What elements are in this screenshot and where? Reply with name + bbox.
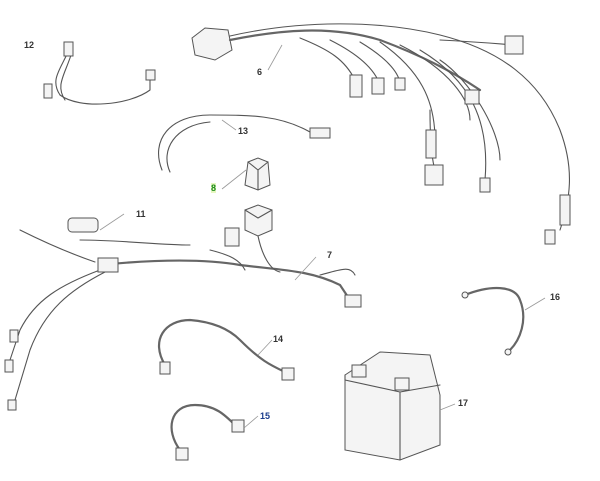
part-7-harness (4, 217, 362, 411)
callout-14[interactable]: 14 (273, 334, 284, 344)
callout-7[interactable]: 7 (327, 250, 333, 260)
part-14-cable (158, 318, 295, 381)
part-16-cable (461, 286, 525, 356)
callout-6[interactable]: 6 (257, 67, 263, 77)
callout-17[interactable]: 17 (458, 398, 469, 408)
callout-13[interactable]: 13 (238, 126, 249, 136)
callout-16[interactable]: 16 (550, 292, 561, 302)
callout-15[interactable]: 15 (260, 411, 271, 421)
callout-8[interactable]: 8 (211, 183, 217, 193)
part-15-cable (170, 403, 245, 461)
callout-12[interactable]: 12 (24, 40, 35, 50)
part-6-harness (191, 23, 571, 245)
part-12-harness (43, 41, 156, 105)
part-8-covers (244, 157, 273, 237)
part-17-battery (344, 351, 441, 461)
callout-11[interactable]: 11 (136, 209, 146, 219)
part-13-harness (158, 114, 331, 173)
